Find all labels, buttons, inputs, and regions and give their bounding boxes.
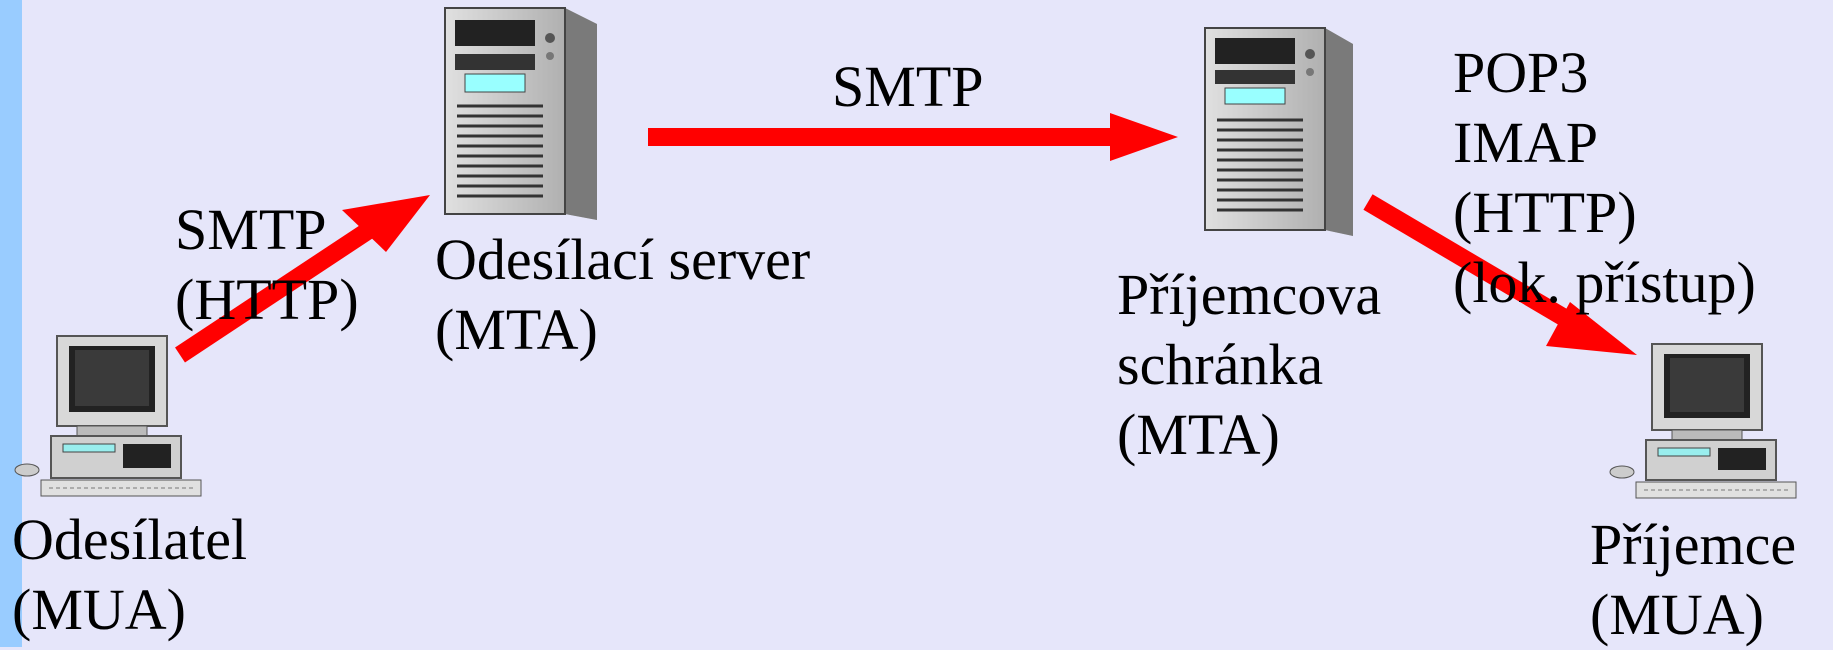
left-accent-bar bbox=[0, 0, 22, 647]
arrow-server-to-mailbox bbox=[648, 113, 1178, 161]
sender-label: Odesílatel (MUA) bbox=[12, 507, 248, 642]
arrow-mailbox-to-recipient bbox=[1363, 194, 1637, 355]
desktop-computer-icon bbox=[14, 335, 202, 497]
recipient-label: Příjemce (MUA) bbox=[1590, 512, 1797, 647]
arrow-sender-to-server bbox=[175, 195, 430, 363]
desktop-computer-icon bbox=[1609, 343, 1797, 499]
recipient-mailbox-label: Příjemcova schránka (MTA) bbox=[1117, 262, 1382, 467]
tower-server-icon bbox=[1204, 27, 1353, 236]
edge-label-sender-to-server: SMTP (HTTP) bbox=[175, 197, 359, 332]
edge-label-server-to-mailbox: SMTP bbox=[832, 54, 984, 119]
sending-server-label: Odesílací server (MTA) bbox=[435, 227, 811, 362]
edge-label-mailbox-to-recipient: POP3 IMAP (HTTP) (lok. přístup) bbox=[1453, 40, 1756, 315]
tower-server-icon bbox=[444, 7, 597, 220]
